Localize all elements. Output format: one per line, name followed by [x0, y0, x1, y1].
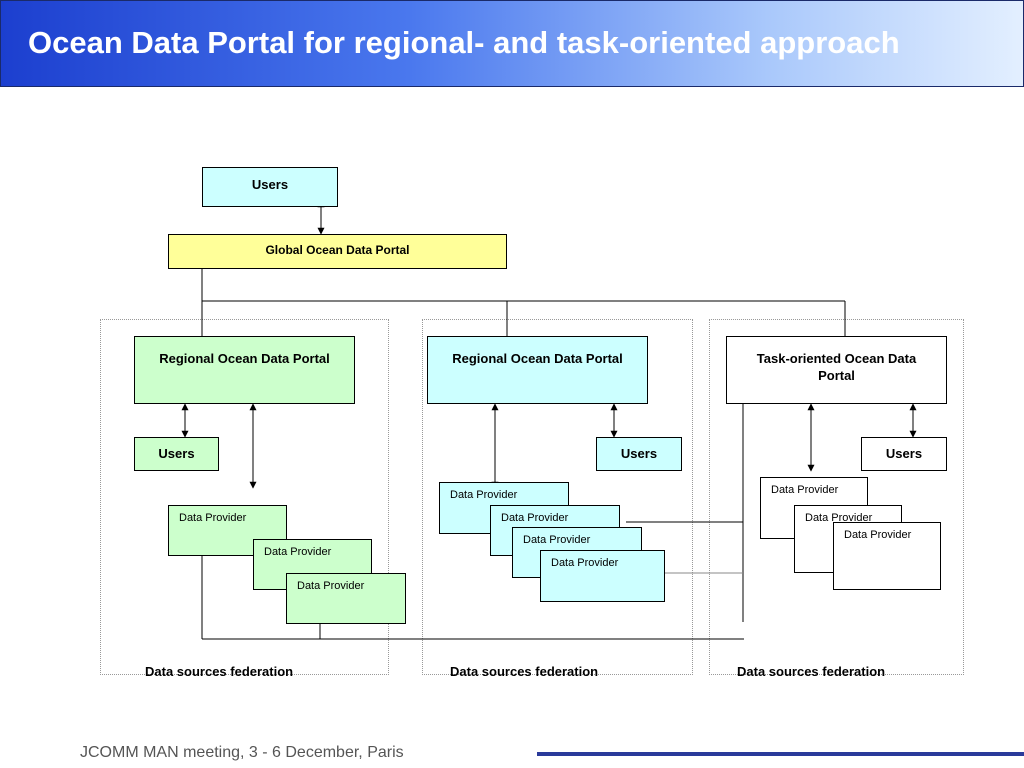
- federation-label-2: Data sources federation: [450, 664, 599, 679]
- region-frame-2: [422, 319, 693, 675]
- title-bar: Ocean Data Portal for regional- and task…: [0, 0, 1024, 87]
- regional-portal-box-1: Regional Ocean Data Portal: [134, 336, 355, 404]
- data-provider-box: Data Provider: [540, 550, 665, 602]
- data-provider-box: Data Provider: [286, 573, 406, 624]
- footer-line: [537, 752, 1024, 756]
- global-portal-box: Global Ocean Data Portal: [168, 234, 507, 269]
- slide-title: Ocean Data Portal for regional- and task…: [28, 25, 900, 60]
- users-box-3: Users: [861, 437, 947, 471]
- federation-label-3: Data sources federation: [737, 664, 886, 679]
- users-top-box: Users: [202, 167, 338, 207]
- data-provider-box: Data Provider: [833, 522, 941, 590]
- footer-text: JCOMM MAN meeting, 3 - 6 December, Paris: [80, 744, 404, 761]
- regional-portal-box-2: Regional Ocean Data Portal: [427, 336, 648, 404]
- region-frame-3: [709, 319, 964, 675]
- federation-label-1: Data sources federation: [145, 664, 294, 679]
- task-portal-box: Task-oriented Ocean Data Portal: [726, 336, 947, 404]
- users-box-2: Users: [596, 437, 682, 471]
- region-frame-1: [100, 319, 389, 675]
- users-box-1: Users: [134, 437, 219, 471]
